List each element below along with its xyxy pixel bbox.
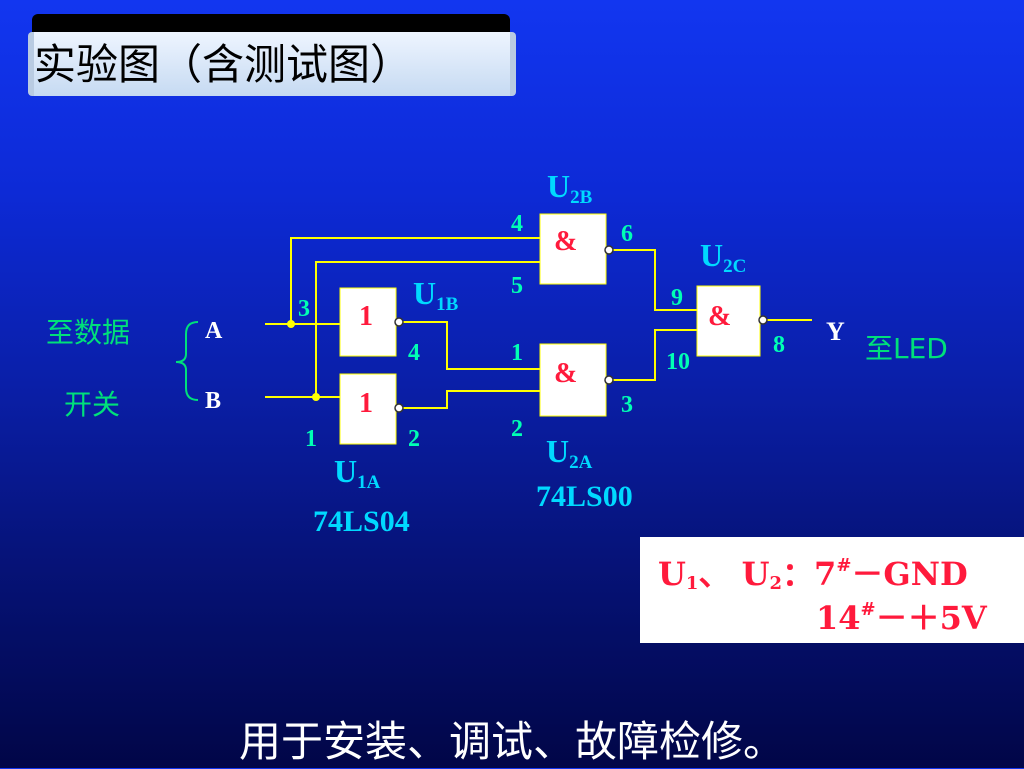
gate-u2a-symbol: & — [554, 358, 577, 389]
gate-u2c-bubble — [758, 315, 768, 325]
pin-u1b-in: 3 — [298, 296, 310, 322]
wire-u2a-to-u2c — [612, 329, 697, 381]
gate-u2c-name: U2C — [700, 237, 746, 277]
gate-u2b-symbol: & — [554, 226, 577, 257]
chip-74ls04-label: 74LS04 — [313, 505, 410, 538]
wire-u1a-to-u2a — [403, 390, 540, 409]
slide-caption: 用于安装、调试、故障检修。 — [238, 717, 785, 766]
input-b-label: B — [205, 388, 221, 414]
gate-u1a-name: U1A — [334, 453, 381, 493]
pin-u2a-out: 3 — [621, 392, 633, 418]
gate-u2a-name: U2A — [546, 433, 593, 473]
gate-u1a — [339, 373, 397, 445]
gate-u2c-symbol: & — [708, 301, 731, 332]
gate-u2b — [539, 213, 607, 285]
pin-u2a-in1: 1 — [511, 340, 523, 366]
power-note-line1: U1、 U2：7#－GND — [658, 555, 968, 594]
wire-b-to-u2b-pin5 — [315, 261, 540, 397]
gate-u1b-name: U1B — [413, 275, 459, 315]
pin-u2c-in2: 10 — [666, 349, 690, 375]
junction-dot-b — [312, 393, 320, 401]
gate-u2a-bubble — [604, 375, 614, 385]
input-a-label: A — [205, 318, 223, 344]
power-pin-note: U1、 U2：7#－GND 14#－＋5V — [640, 537, 1024, 643]
output-y-label: Y — [826, 317, 845, 346]
pin-u2c-out: 8 — [773, 332, 785, 358]
gate-u1a-symbol: 1 — [359, 388, 373, 419]
gate-u1b-symbol: 1 — [359, 301, 373, 332]
wire-a-to-u2b-pin4 — [290, 237, 540, 324]
pin-u2b-out: 6 — [621, 221, 633, 247]
circuit-wires — [265, 237, 812, 409]
gate-u2a — [539, 343, 607, 417]
output-led-label: 至LED — [865, 332, 948, 365]
gate-u2b-bubble — [604, 245, 614, 255]
gate-u2b-name: U2B — [547, 168, 593, 208]
chip-74ls00-label: 74LS00 — [536, 480, 633, 513]
pin-u2b-in1: 4 — [511, 211, 523, 237]
input-label-line1: 至数据 — [46, 316, 130, 349]
slide-title: 实验图（含测试图） — [34, 40, 413, 89]
gate-u1b — [339, 287, 397, 357]
wire-u1b-to-u2a — [403, 321, 540, 370]
title-scroll-paper — [28, 32, 516, 96]
pin-u2b-in2: 5 — [511, 273, 523, 299]
gate-u1a-bubble — [394, 403, 404, 413]
power-note-line2: 14#－＋5V — [816, 599, 987, 637]
gate-u2c — [696, 285, 761, 357]
junction-dot-a — [287, 320, 295, 328]
pin-u2a-in2: 2 — [511, 416, 523, 442]
title-banner: 实验图（含测试图） — [22, 14, 516, 106]
pin-u1a-in: 1 — [305, 426, 317, 452]
gate-u1b-bubble — [394, 317, 404, 327]
input-label-line2: 开关 — [64, 388, 120, 421]
pin-u1b-out: 4 — [408, 340, 420, 366]
wire-u2b-to-u2c — [612, 249, 697, 311]
input-brace — [175, 321, 199, 401]
pin-u1a-out: 2 — [408, 426, 420, 452]
pin-u2c-in1: 9 — [671, 285, 683, 311]
